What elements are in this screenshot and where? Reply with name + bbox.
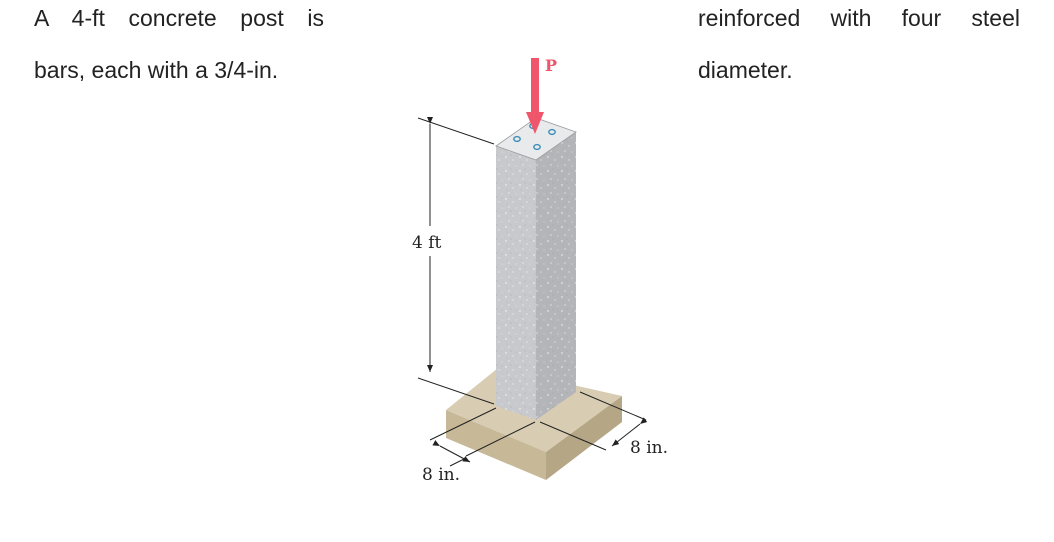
- footing-front-face: [446, 410, 546, 480]
- problem-text-line1-right: reinforced with four steel: [698, 5, 1020, 31]
- load-label: P: [545, 56, 557, 75]
- post-side-texture: [536, 132, 576, 420]
- width-label-left: 8 in.: [422, 465, 460, 485]
- problem-text-line1-left: A 4-ft concrete post is: [34, 5, 324, 31]
- height-extension-top: [417, 117, 495, 145]
- height-extension-bottom: [417, 377, 495, 405]
- height-label: 4 ft: [412, 233, 442, 253]
- problem-text-line2-left: bars, each with a 3/4-in.: [34, 57, 279, 83]
- load-arrow-head: [526, 112, 544, 134]
- width-left-dimension-line: [432, 440, 471, 463]
- height-dimension: [417, 117, 495, 405]
- width-dimension-right: [539, 391, 648, 451]
- width-right-extension-1: [579, 391, 647, 421]
- concrete-post: [495, 117, 577, 420]
- width-dimension-left: [429, 407, 536, 467]
- width-label-right: 8 in.: [630, 438, 668, 458]
- footing-side-face: [546, 396, 622, 480]
- post-front-texture: [496, 146, 536, 420]
- problem-text-line2-right: diameter.: [698, 57, 793, 83]
- rebar-1: [513, 135, 521, 143]
- load-arrow-shaft: [531, 58, 539, 118]
- post-top-face: [495, 117, 577, 161]
- width-left-leader: [449, 457, 467, 467]
- width-right-extension-2: [539, 421, 607, 451]
- width-right-dimension-line: [611, 417, 648, 447]
- width-left-extension-2: [465, 421, 536, 457]
- load-arrow: P: [526, 56, 557, 134]
- rebar-3: [548, 128, 556, 136]
- width-left-extension-1: [429, 407, 497, 441]
- rebar-2: [533, 143, 541, 151]
